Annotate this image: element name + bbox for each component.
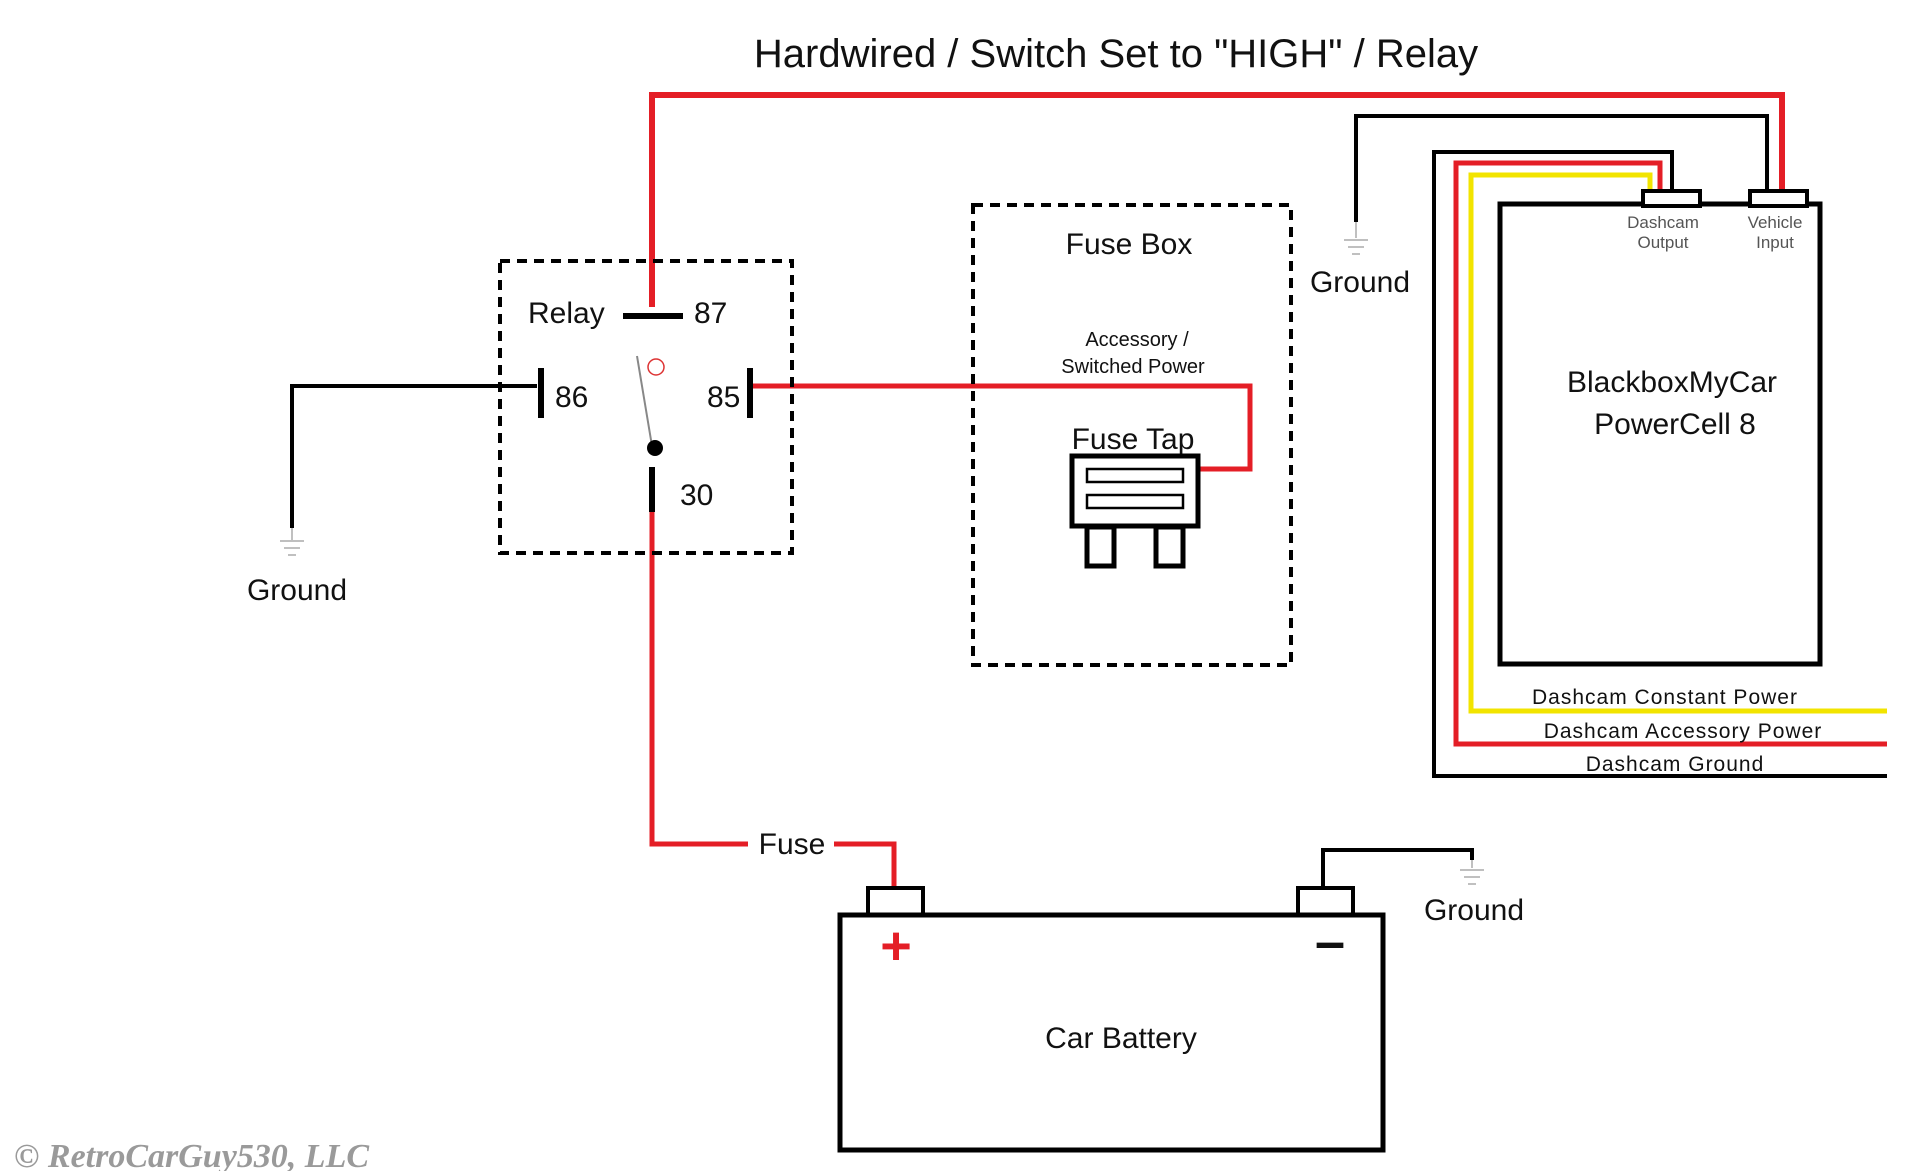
ground-label-top: Ground: [1310, 266, 1410, 299]
relay-switch-arm: [636, 355, 653, 447]
ground-label-left: Ground: [247, 574, 347, 607]
wire-relay-85-to-fuse-tap: [749, 383, 1253, 472]
wire-label-accessory: Dashcam Accessory Power: [1544, 720, 1823, 743]
accessory-power-label-line2: Switched Power: [1061, 356, 1205, 378]
powercell: Dashcam Output Vehicle Input BlackboxMyC…: [1497, 189, 1823, 667]
battery-negative-sign: –: [1315, 912, 1345, 972]
dashcam-output-label-line1: Dashcam: [1627, 213, 1699, 232]
relay-pin-87-label: 87: [694, 297, 727, 330]
fuse-label: Fuse: [759, 828, 826, 861]
wire-dashcam-constant: [1468, 172, 1887, 714]
powercell-name-line2: PowerCell 8: [1594, 408, 1756, 441]
wire-relay-87-to-vehicle-input: [649, 92, 1785, 307]
battery-positive-terminal: [866, 886, 925, 918]
relay-switch-open-contact: [647, 358, 665, 376]
relay-pin-86-label: 86: [555, 381, 588, 414]
ground-symbol-left: [280, 528, 304, 556]
relay-switch-pivot: [647, 440, 663, 456]
diagram-title: Hardwired / Switch Set to "HIGH" / Relay: [754, 32, 1478, 76]
relay-pin-85-label: 85: [707, 381, 740, 414]
wire-relay-30-to-fuse: [649, 508, 748, 847]
accessory-power-label-line1: Accessory /: [1085, 329, 1189, 351]
fuse-tap-icon: [1069, 453, 1201, 569]
ground-label-battery: Ground: [1424, 894, 1524, 927]
relay-box: [498, 259, 794, 555]
relay: Relay 87 30 86 85: [498, 259, 794, 555]
battery-body: [837, 912, 1386, 1153]
vehicle-input-terminal: [1748, 189, 1809, 208]
battery-positive-sign: +: [880, 916, 912, 976]
wire-vehicle-ground: [1354, 114, 1769, 222]
dashcam-output-terminal: [1641, 189, 1702, 208]
fuse-box-label: Fuse Box: [1066, 228, 1193, 261]
dashcam-output-label-line2: Output: [1637, 233, 1688, 252]
wire-battery-negative-to-ground: [1321, 848, 1474, 888]
vehicle-input-label-line2: Input: [1756, 233, 1794, 252]
powercell-name-line1: BlackboxMyCar: [1567, 366, 1777, 399]
vehicle-input-label-line1: Vehicle: [1748, 213, 1803, 232]
wire-label-ground: Dashcam Ground: [1586, 753, 1765, 776]
fuse-tap-label: Fuse Tap: [1072, 423, 1195, 456]
wire-dashcam-ground: [1432, 150, 1887, 778]
wire-fuse-to-battery-positive: [834, 841, 897, 888]
fuse-box: Fuse Box Accessory / Switched Power Fuse…: [971, 203, 1293, 667]
copyright-watermark: © RetroCarGuy530, LLC: [14, 1138, 369, 1171]
powercell-body: [1497, 201, 1823, 667]
wire-relay-86-to-ground: [290, 384, 537, 528]
battery-label: Car Battery: [1045, 1022, 1197, 1055]
wire-label-constant: Dashcam Constant Power: [1532, 686, 1798, 709]
relay-label: Relay: [528, 297, 605, 330]
relay-pin-30-label: 30: [680, 479, 713, 512]
ground-symbol-top: [1344, 222, 1368, 255]
ground-symbol-battery: [1460, 860, 1484, 885]
wire-dashcam-accessory: [1453, 160, 1887, 747]
fuse-box-outline: [971, 203, 1293, 667]
car-battery: + – Car Battery: [837, 886, 1386, 1153]
wires: [290, 92, 1887, 888]
